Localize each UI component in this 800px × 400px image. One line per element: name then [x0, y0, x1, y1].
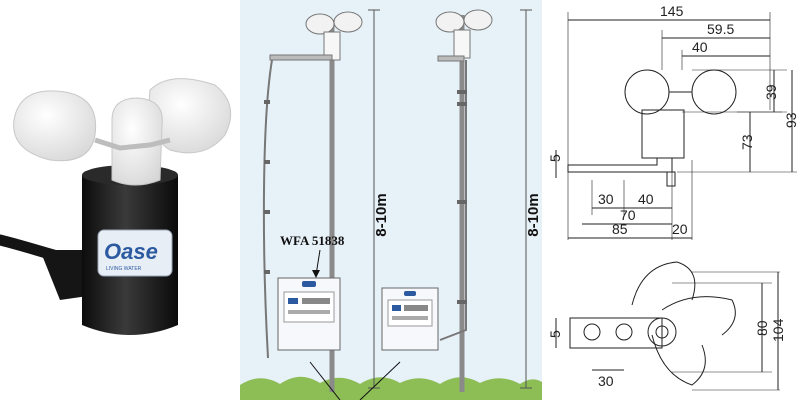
brand-logo: Oase: [104, 239, 158, 264]
dim-cup-height: 39: [763, 84, 779, 100]
sensor-right: [435, 9, 493, 62]
top-cup-upper: [631, 261, 696, 306]
side-cup-right: [691, 69, 737, 115]
brand-label-plate: [97, 229, 173, 277]
dim-hole-b: 40: [638, 191, 654, 207]
cup-left: [13, 90, 97, 162]
top-bracket: [569, 317, 663, 349]
dim-top-hole-spacing: 30: [598, 373, 614, 389]
grass: [240, 376, 542, 400]
cup-center: [111, 97, 163, 186]
side-body: [641, 109, 685, 159]
model-label: WFA 51838: [280, 233, 345, 248]
side-cup-left: [624, 69, 670, 115]
dim-body-offset: 20: [672, 221, 688, 237]
dimension-drawings: 145 59.5 40 39 93 73 5 30 40 70 85 20 5 …: [542, 0, 800, 400]
dim-hole-span: 70: [620, 207, 636, 223]
dim-offset-a: 59.5: [707, 21, 734, 37]
top-cup-right: [661, 296, 736, 336]
brand-tagline: LIVING WATER: [106, 266, 142, 272]
control-box-left: [277, 277, 341, 351]
cable-right: [439, 60, 467, 341]
control-box-right: [381, 287, 439, 351]
product-photo: Oase LIVING WATER: [0, 0, 240, 400]
installation-diagram: 8-10m WFA 51838 8-10m: [240, 0, 542, 400]
dim-bracket-thickness: 5: [547, 154, 563, 162]
dimension-svg: 145 59.5 40 39 93 73 5 30 40 70 85 20 5 …: [547, 3, 799, 391]
cup-arms: [94, 137, 171, 151]
dim-hole-a: 30: [598, 191, 614, 207]
height-label-right: 8-10m: [525, 193, 542, 236]
dim-body-height: 73: [739, 134, 755, 150]
dim-top-bracket-thickness: 5: [547, 330, 563, 338]
dim-top-cup-spread: 80: [754, 320, 770, 336]
side-bracket: [567, 157, 673, 173]
dim-offset-b: 40: [692, 39, 708, 55]
height-label-left: 8-10m: [373, 193, 390, 236]
callout-arrow-right: [359, 361, 401, 400]
dim-bracket-length: 85: [612, 221, 628, 237]
top-cup-lower: [651, 334, 706, 386]
cable-left: [262, 59, 273, 359]
callout-arrow-left: [309, 361, 341, 400]
dim-total-height: 93: [783, 112, 799, 128]
installation-svg: 8-10m WFA 51838 8-10m: [240, 9, 542, 400]
anemometer-illustration: Oase LIVING WATER: [0, 78, 232, 335]
sensor-left: [269, 11, 363, 61]
dim-top-total-span: 104: [770, 318, 786, 342]
dim-total-width: 145: [660, 3, 684, 19]
